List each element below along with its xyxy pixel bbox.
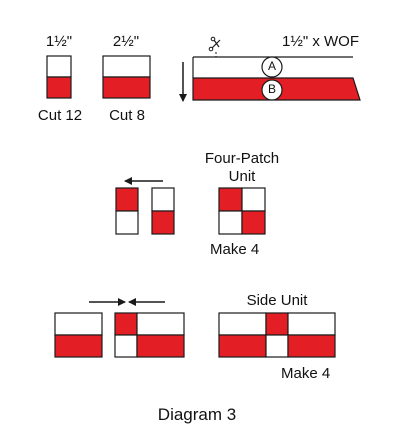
width-label-b: 2½" — [112, 33, 140, 50]
four-patch-title: Four-Patch Unit — [204, 150, 280, 185]
scissors-icon — [208, 36, 221, 52]
strip-letter-b: B — [267, 82, 277, 96]
strip-b-circle — [261, 79, 283, 101]
make-four-patch-label: Make 4 — [210, 241, 260, 258]
strip-size-label: 1½" x WOF — [282, 33, 359, 50]
four-patch-piece-left — [115, 187, 139, 235]
side-piece-left — [54, 312, 103, 358]
strip-a-circle — [261, 56, 283, 78]
side-piece-middle — [114, 312, 185, 358]
diagram-caption: Diagram 3 — [157, 405, 237, 424]
width-label-a: 1½" — [45, 33, 73, 50]
four-patch-unit — [218, 187, 266, 235]
cut-label-b: Cut 8 — [109, 107, 145, 124]
piece-2-5-inch — [102, 55, 151, 99]
piece-1-5-inch — [46, 55, 72, 99]
strip-letter-a: A — [267, 59, 277, 73]
make-side-label: Make 4 — [281, 365, 331, 382]
four-patch-piece-right — [151, 187, 175, 235]
side-unit-title: Side Unit — [246, 292, 308, 309]
side-unit — [218, 312, 336, 358]
cut-label-a: Cut 12 — [37, 107, 83, 124]
